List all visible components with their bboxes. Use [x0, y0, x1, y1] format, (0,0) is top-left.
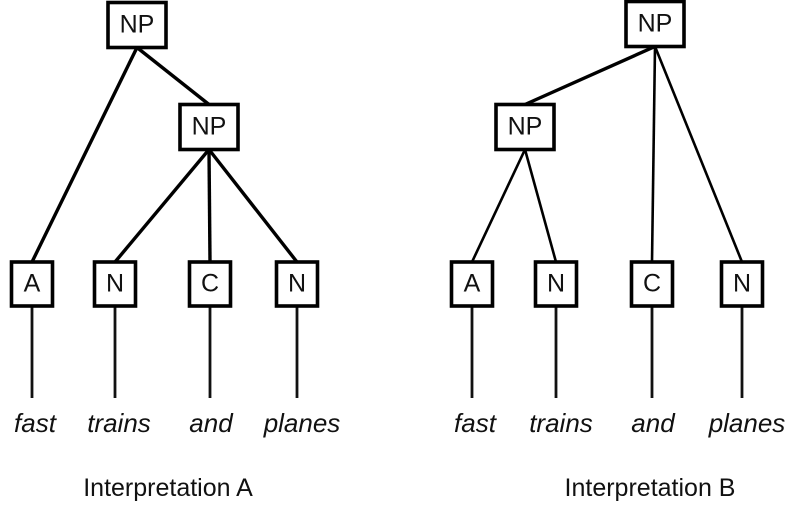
tree-node-a-pos-a[interactable]: A	[9, 260, 55, 308]
tree-edge	[207, 148, 299, 264]
node-label: N	[547, 270, 565, 298]
word-label-b-word-planes: planes	[708, 408, 786, 438]
word-label-b-word-and: and	[631, 408, 676, 438]
tree-node-b-np-sub[interactable]: NP	[494, 102, 556, 152]
edges-layer	[30, 44, 744, 264]
word-label-a-word-planes: planes	[263, 408, 341, 438]
word-label-b-word-fast: fast	[454, 408, 498, 438]
caption-interpretation-a: Interpretation A	[83, 474, 253, 502]
node-box	[629, 260, 675, 308]
node-box	[9, 260, 55, 308]
tree-edge	[650, 46, 657, 263]
node-box	[187, 260, 233, 308]
tree-node-b-pos-a[interactable]: A	[449, 260, 495, 308]
node-box	[92, 260, 138, 308]
node-label: NP	[120, 11, 155, 39]
word-label-a-word-trains: trains	[87, 408, 151, 438]
tree-node-a-pos-c[interactable]: C	[187, 260, 233, 308]
tree-node-a-np-root[interactable]: NP	[106, 0, 168, 50]
tree-node-a-np-sub[interactable]: NP	[178, 102, 240, 152]
tree-node-a-pos-n2[interactable]: N	[274, 260, 320, 308]
node-label: NP	[638, 10, 673, 38]
tree-node-b-np-root[interactable]: NP	[624, 0, 686, 49]
node-box	[178, 102, 240, 152]
word-labels-layer: fast trains and planes fast trains and planes	[14, 408, 785, 438]
node-label: NP	[192, 113, 227, 141]
node-box	[533, 260, 579, 308]
tree-edge	[207, 149, 212, 263]
nodes-layer: NP NP A N C N NP NP A N C N	[9, 0, 765, 308]
word-label-b-word-trains: trains	[529, 408, 593, 438]
tree-node-b-pos-c[interactable]: C	[629, 260, 675, 308]
word-label-a-word-and: and	[189, 408, 234, 438]
node-label: N	[288, 270, 306, 298]
leaf-stems-layer	[30, 306, 744, 398]
node-label: A	[464, 270, 481, 298]
tree-edge	[653, 46, 744, 263]
node-label: C	[643, 270, 661, 298]
node-box	[274, 260, 320, 308]
node-label: N	[733, 270, 751, 298]
tree-edge	[135, 46, 211, 106]
node-label: N	[106, 270, 124, 298]
node-box	[106, 0, 168, 50]
tree-edge	[30, 46, 139, 263]
tree-edge	[113, 148, 211, 264]
node-label: NP	[508, 113, 543, 141]
word-label-a-word-fast: fast	[14, 408, 58, 438]
node-box	[719, 260, 765, 308]
tree-node-b-pos-n1[interactable]: N	[533, 260, 579, 308]
node-box	[494, 102, 556, 152]
tree-edge	[524, 44, 656, 107]
node-box	[624, 0, 686, 49]
captions-layer: Interpretation A Interpretation B	[83, 474, 735, 502]
caption-interpretation-b: Interpretation B	[565, 474, 736, 502]
node-label: A	[24, 270, 41, 298]
tree-edge	[470, 148, 527, 263]
tree-node-a-pos-n1[interactable]: N	[92, 260, 138, 308]
node-label: C	[201, 270, 219, 298]
tree-edge	[523, 149, 558, 263]
node-box	[449, 260, 495, 308]
tree-node-b-pos-n2[interactable]: N	[719, 260, 765, 308]
